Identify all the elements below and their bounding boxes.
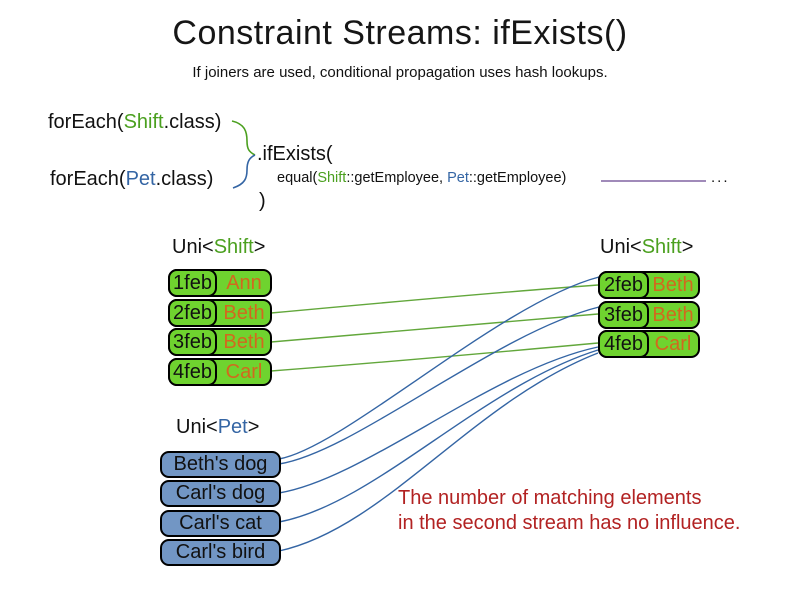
edge-bethsdog-3feb [278, 306, 600, 465]
left-shift-row-4feb: 4feb Carl [168, 358, 272, 386]
pet-row-carls-bird: Carl's bird [160, 539, 281, 566]
brace-bottom-blue [232, 154, 256, 189]
employee-name: Beth [223, 330, 265, 353]
label-text: Uni< [600, 236, 642, 258]
employee-name: Carl [654, 332, 692, 355]
date-cell: 2feb [598, 271, 649, 299]
date-cell: 4feb [168, 358, 217, 386]
pet-row-carls-cat: Carl's cat [160, 510, 281, 537]
code-text: ::getEmployee) [468, 170, 567, 186]
note-line-1: The number of matching elements [398, 487, 702, 509]
date-cell: 3feb [168, 328, 217, 356]
label-text: > [247, 416, 260, 438]
code-text: .class) [155, 168, 214, 190]
left-shift-row-3feb: 3feb Beth [168, 328, 272, 356]
label-text: Uni< [172, 236, 214, 258]
note-text: The number of matching elements in the s… [398, 486, 740, 536]
left-shift-table-label: Uni<Shift> [172, 236, 265, 259]
pet-type-token: Pet [217, 416, 248, 438]
note-line-2: in the second stream has no influence. [398, 512, 741, 534]
code-text: ::getEmployee, [346, 170, 448, 186]
shift-class-token: Shift [317, 170, 347, 186]
pet-row-carls-dog: Carl's dog [160, 480, 281, 507]
code-text: .class) [163, 111, 222, 133]
brace-top-green [231, 120, 256, 156]
edge-shift-3feb [270, 313, 599, 343]
code-ellipsis: ... [711, 169, 730, 186]
right-shift-row-4feb: 4feb Carl [598, 330, 700, 358]
pet-table-label: Uni<Pet> [176, 416, 259, 439]
date-cell: 1feb [168, 269, 217, 297]
code-foreach-shift: forEach(Shift.class) [48, 111, 221, 134]
employee-name: Beth [652, 303, 694, 326]
date-cell: 4feb [598, 330, 649, 358]
right-shift-row-3feb: 3feb Beth [598, 301, 700, 329]
date-cell: 3feb [598, 301, 649, 329]
code-text: forEach( [48, 111, 124, 133]
code-ifexists: .ifExists( [257, 143, 333, 165]
label-text: Uni< [176, 416, 218, 438]
code-text: equal( [277, 170, 318, 186]
code-close-paren: ) [259, 190, 266, 212]
label-text: > [253, 236, 266, 258]
right-shift-table-label: Uni<Shift> [600, 236, 693, 259]
label-text: > [681, 236, 694, 258]
edge-bethsdog-2feb [278, 276, 600, 460]
right-shift-row-2feb: 2feb Beth [598, 271, 700, 299]
pet-class-token: Pet [447, 170, 469, 186]
shift-type-token: Shift [641, 236, 682, 258]
date-cell: 2feb [168, 299, 217, 327]
shift-class-token: Shift [123, 111, 164, 133]
code-text: forEach( [50, 168, 126, 190]
page-title: Constraint Streams: ifExists() [172, 14, 628, 52]
edge-shift-4feb [270, 342, 599, 372]
shift-type-token: Shift [213, 236, 254, 258]
code-equal-joiner: equal(Shift::getEmployee, Pet::getEmploy… [277, 170, 566, 186]
pet-row-beths-dog: Beth's dog [160, 451, 281, 478]
edge-shift-2feb [270, 284, 599, 314]
pet-class-token: Pet [125, 168, 156, 190]
left-shift-row-2feb: 2feb Beth [168, 299, 272, 327]
employee-name: Beth [223, 301, 265, 324]
code-foreach-pet: forEach(Pet.class) [50, 168, 213, 191]
left-shift-row-1feb: 1feb Ann [168, 269, 272, 297]
employee-name: Carl [225, 360, 263, 383]
edge-carlsdog-4feb [278, 346, 599, 494]
page-subtitle: If joiners are used, conditional propaga… [192, 64, 608, 81]
employee-name: Beth [652, 273, 694, 296]
employee-name: Ann [226, 271, 262, 294]
